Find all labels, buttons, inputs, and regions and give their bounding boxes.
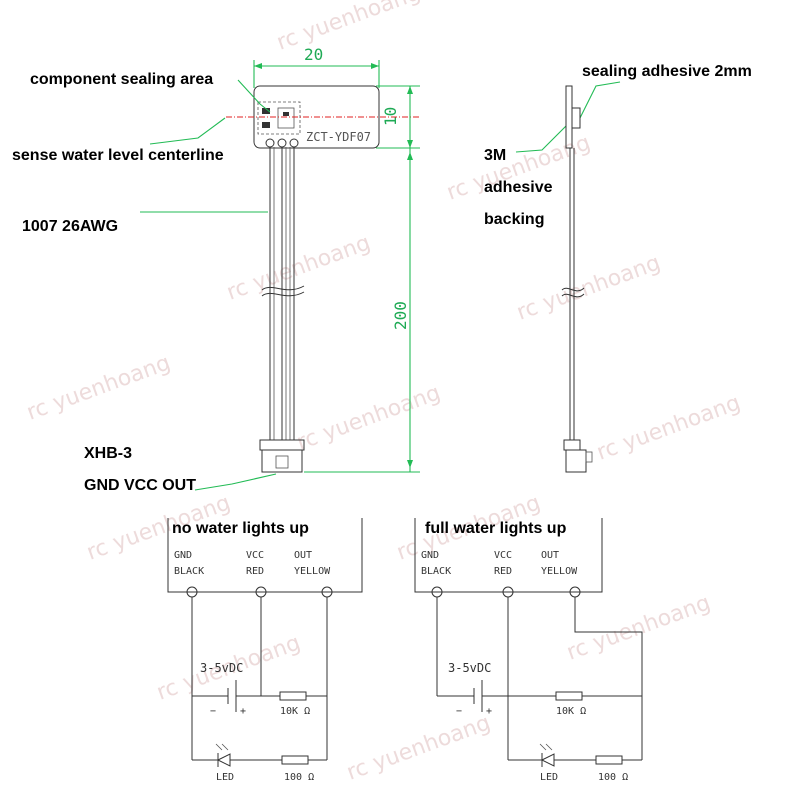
- side-connector: [565, 449, 587, 473]
- component: [283, 112, 289, 116]
- dim-length-label: 200: [391, 301, 410, 330]
- callout-sealing-adhesive: sealing adhesive 2mm: [582, 63, 752, 80]
- battery-plus: +: [240, 706, 246, 717]
- callout-backing-line-2: adhesive: [484, 179, 553, 196]
- component: [262, 122, 270, 128]
- side-connector-latch: [585, 451, 593, 463]
- callout-pinout: GND VCC OUT: [84, 477, 196, 494]
- pin-out-color: YELLOW: [294, 566, 331, 577]
- side-connector-top: [563, 439, 581, 451]
- led-light-ray: [545, 743, 553, 751]
- circuit-2-sensor-box: [414, 518, 603, 593]
- circuit-full-water: full water lights up GND BLACK VCC RED O…: [414, 518, 643, 783]
- side-break-mark: [561, 287, 585, 292]
- solder-pad: [265, 138, 275, 148]
- circuit-2-title: full water lights up: [425, 520, 567, 537]
- dim-height-label: 10: [381, 107, 400, 126]
- pin-vcc-name: VCC: [246, 550, 264, 561]
- pin-out-name: OUT: [541, 550, 559, 561]
- leader-sealing-adhesive: [579, 81, 621, 119]
- xhb-connector: [261, 449, 303, 473]
- leader-centerline: [149, 117, 226, 145]
- side-sealing-adhesive: [571, 107, 581, 129]
- resistor-10k-label: 10K Ω: [280, 706, 310, 717]
- component: [262, 108, 270, 114]
- resistor-100: [281, 755, 309, 765]
- watermark: rc yuenhoang: [564, 591, 714, 666]
- callout-connector: XHB-3: [84, 445, 132, 462]
- leader-connector: [194, 473, 277, 491]
- callout-sealing-area: component sealing area: [30, 71, 213, 88]
- pcb-label: ZCT-YDF07: [306, 130, 371, 144]
- battery-minus: −: [210, 706, 216, 717]
- resistor-10k: [279, 691, 307, 701]
- resistor-10k-label: 10K Ω: [556, 706, 586, 717]
- led-symbol: [540, 753, 555, 767]
- component-sealing-area: [257, 101, 301, 135]
- dim-width-label: 20: [304, 45, 323, 64]
- callout-backing-line-3: backing: [484, 211, 544, 228]
- callout-wire: 1007 26AWG: [22, 218, 118, 235]
- pin-out-name: OUT: [294, 550, 312, 561]
- component: [277, 107, 295, 129]
- resistor-10k: [555, 691, 583, 701]
- length-break-mark: [261, 291, 305, 297]
- sensor-side-view: [561, 85, 593, 473]
- pin-gnd-name: GND: [421, 550, 439, 561]
- resistor-100-label: 100 Ω: [284, 772, 314, 783]
- watermark: rc yuenhoang: [24, 351, 174, 426]
- sensor-front-view: ZCT-YDF07: [253, 85, 380, 473]
- circuit-1-sensor-box: [167, 518, 363, 593]
- connector-latch: [275, 455, 289, 469]
- supply-voltage: 3-5vDC: [448, 661, 491, 675]
- callout-backing-line-1: 3M: [484, 147, 506, 164]
- dimension-lines: 20 10 200: [253, 45, 420, 473]
- pin-vcc-name: VCC: [494, 550, 512, 561]
- watermark: rc yuenhoang: [514, 251, 664, 326]
- led-label: LED: [540, 772, 558, 783]
- led-symbol: [216, 753, 231, 767]
- led-light-ray: [221, 743, 229, 751]
- led-light-ray: [539, 743, 547, 751]
- battery-plus: +: [486, 706, 492, 717]
- leader-backing: [515, 125, 567, 153]
- side-break-mark: [561, 293, 585, 298]
- length-break-mark: [261, 285, 305, 291]
- watermark: rc yuenhoang: [344, 711, 494, 786]
- solder-pad: [289, 138, 299, 148]
- leader-sealing-area: [237, 79, 271, 113]
- battery-minus: −: [456, 706, 462, 717]
- led-label: LED: [216, 772, 234, 783]
- pin-vcc-color: RED: [494, 566, 512, 577]
- circuit-1-title: no water lights up: [172, 520, 309, 537]
- watermark: rc yuenhoang: [294, 381, 444, 456]
- led-light-ray: [215, 743, 223, 751]
- solder-pad: [277, 138, 287, 148]
- callout-leaders: [140, 79, 621, 491]
- watermark: rc yuenhoang: [594, 391, 744, 466]
- pin-gnd-name: GND: [174, 550, 192, 561]
- resistor-100: [595, 755, 623, 765]
- circuit-no-water: no water lights up GND BLACK VCC RED OUT…: [167, 518, 363, 783]
- pin-gnd-color: BLACK: [421, 566, 451, 577]
- pin-gnd-color: BLACK: [174, 566, 204, 577]
- watermark: rc yuenhoang: [274, 0, 424, 56]
- resistor-100-label: 100 Ω: [598, 772, 628, 783]
- callout-centerline: sense water level centerline: [12, 147, 224, 164]
- pin-vcc-color: RED: [246, 566, 264, 577]
- supply-voltage: 3-5vDC: [200, 661, 243, 675]
- pin-out-color: YELLOW: [541, 566, 578, 577]
